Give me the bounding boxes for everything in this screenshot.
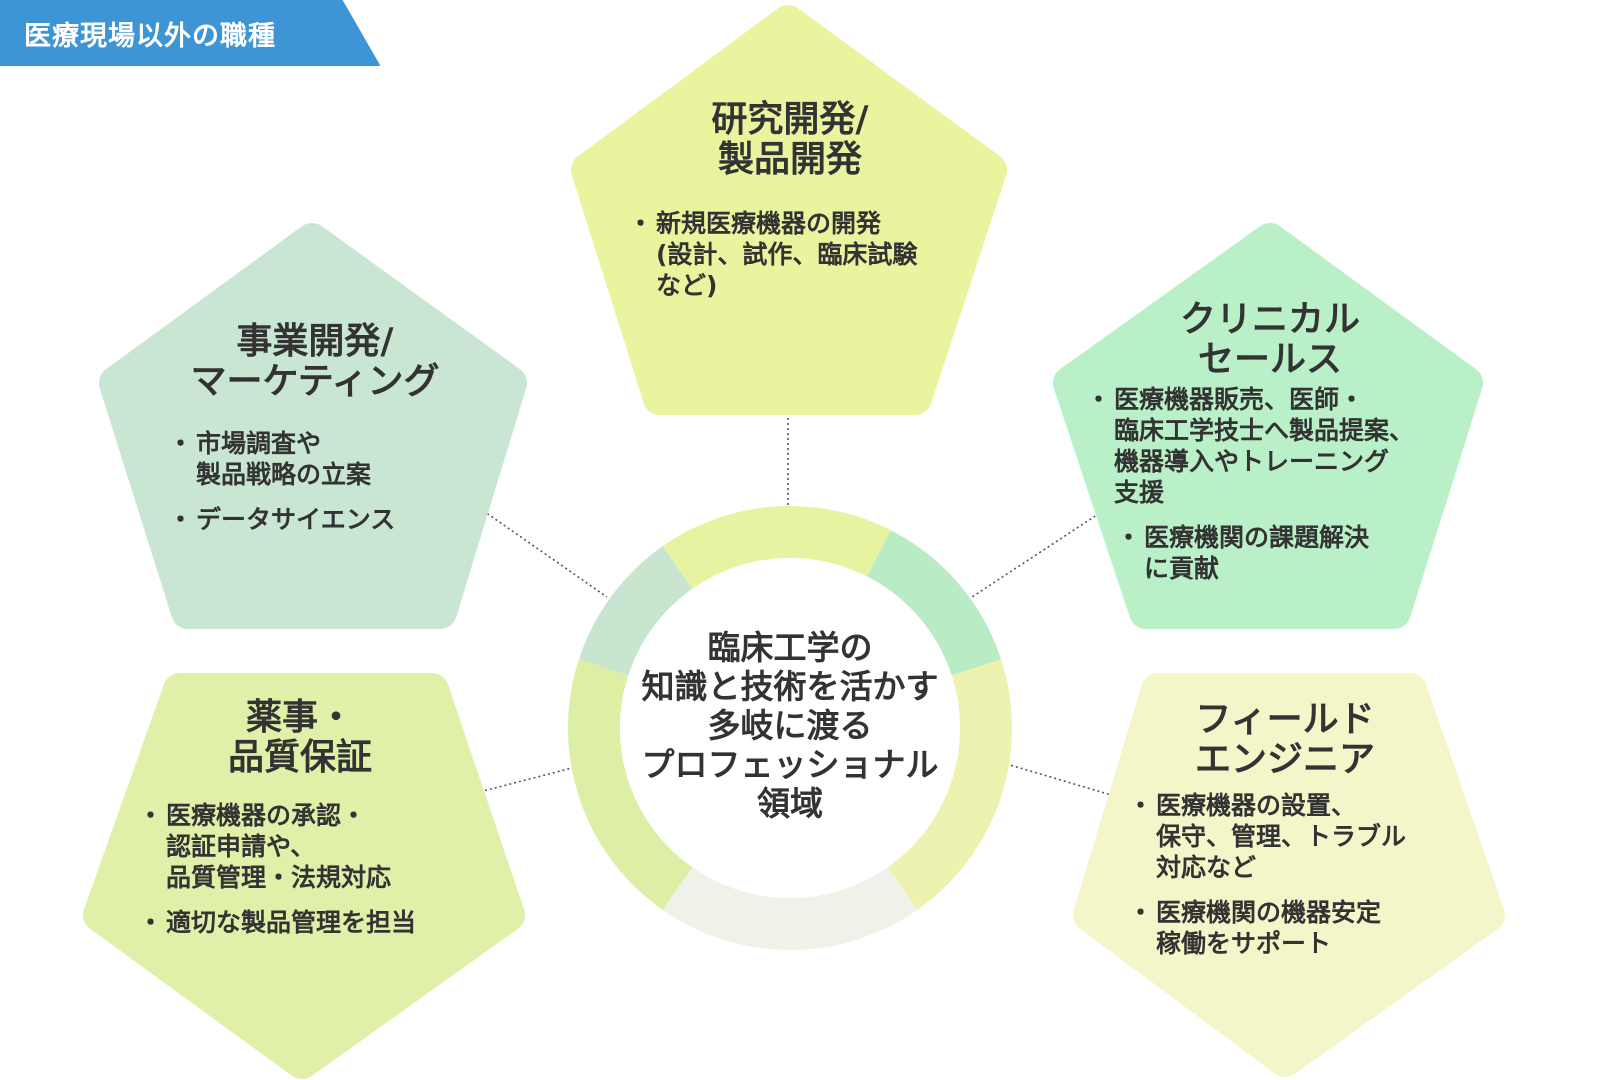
- list-item: 医療機関の課題解決 に貢献: [1116, 522, 1460, 584]
- node-title-line: マーケティング: [190, 361, 440, 402]
- node-list-regulatory: 医療機器の承認・ 認証申請や、 品質管理・法規対応 適切な製品管理を担当: [138, 800, 492, 952]
- list-item: 医療機関の機器安定 稼働をサポート: [1128, 897, 1482, 959]
- node-title-rd: 研究開発/ 製品開発: [620, 100, 960, 180]
- node-title-line: クリニカル: [1179, 299, 1360, 340]
- node-list-clinical-sales: 医療機器販売、医師・ 臨床工学技士へ製品提案、 機器導入やトレーニング 支援 医…: [1086, 384, 1460, 598]
- node-title-line: フィールド: [1195, 699, 1375, 740]
- center-label-line: プロフェッショナル: [641, 745, 939, 784]
- header-banner: [0, 0, 380, 66]
- center-label-line: 臨床工学の: [707, 628, 873, 667]
- header-banner-shape: [0, 0, 380, 66]
- ring-segment: [887, 659, 1012, 910]
- list-item: 医療機器の承認・ 認証申請や、 品質管理・法規対応: [138, 800, 492, 893]
- node-list-bizdev: 市場調査や 製品戦略の立案 データサイエンス: [168, 428, 492, 549]
- ring-segment: [867, 530, 1002, 676]
- list-item: 医療機器の設置、 保守、管理、トラブル 対応など: [1128, 790, 1482, 883]
- pentagon-bizdev: [99, 223, 527, 629]
- ring-segment: [578, 546, 693, 676]
- node-list-rd: 新規医療機器の開発 (設計、試作、臨床試験 など): [628, 208, 962, 315]
- node-title-line: エンジニア: [1194, 739, 1375, 780]
- node-title-regulatory: 薬事・ 品質保証: [130, 698, 470, 778]
- center-ring: [568, 506, 1012, 950]
- center-circle: [620, 558, 960, 898]
- connector-field-engineer: [1009, 764, 1129, 801]
- center-label: 臨床工学の 知識と技術を活かす 多岐に渡る プロフェッショナル 領域: [600, 628, 980, 823]
- node-list-field-engineer: 医療機器の設置、 保守、管理、トラブル 対応など 医療機関の機器安定 稼働をサポ…: [1128, 790, 1482, 973]
- list-item: 新規医療機器の開発 (設計、試作、臨床試験 など): [628, 208, 962, 301]
- ring-segment: [568, 659, 693, 910]
- header-title: 医療現場以外の職種: [24, 21, 276, 52]
- node-title-line: 品質保証: [227, 737, 372, 778]
- list-item: 医療機器販売、医師・ 臨床工学技士へ製品提案、 機器導入やトレーニング 支援: [1086, 384, 1460, 508]
- ring-segment: [662, 506, 891, 589]
- node-title-clinical-sales: クリニカル セールス: [1100, 300, 1440, 380]
- node-title-bizdev: 事業開発/ マーケティング: [135, 322, 495, 402]
- center-label-line: 多岐に渡る: [707, 706, 873, 745]
- center-label-line: 領域: [757, 784, 823, 823]
- center-label-line: 知識と技術を活かす: [641, 667, 939, 706]
- connector-bizdev: [474, 504, 608, 598]
- node-title-line: 研究開発/: [711, 99, 869, 140]
- node-title-field-engineer: フィールド エンジニア: [1115, 700, 1455, 780]
- node-title-line: 製品開発: [717, 139, 862, 180]
- list-item: 適切な製品管理を担当: [138, 907, 492, 938]
- list-item: 市場調査や 製品戦略の立案: [168, 428, 492, 490]
- node-title-line: セールス: [1197, 339, 1342, 380]
- node-title-line: 薬事・: [245, 697, 354, 738]
- ring-segment: [662, 867, 918, 950]
- list-item: データサイエンス: [168, 504, 492, 535]
- node-title-line: 事業開発/: [236, 321, 394, 362]
